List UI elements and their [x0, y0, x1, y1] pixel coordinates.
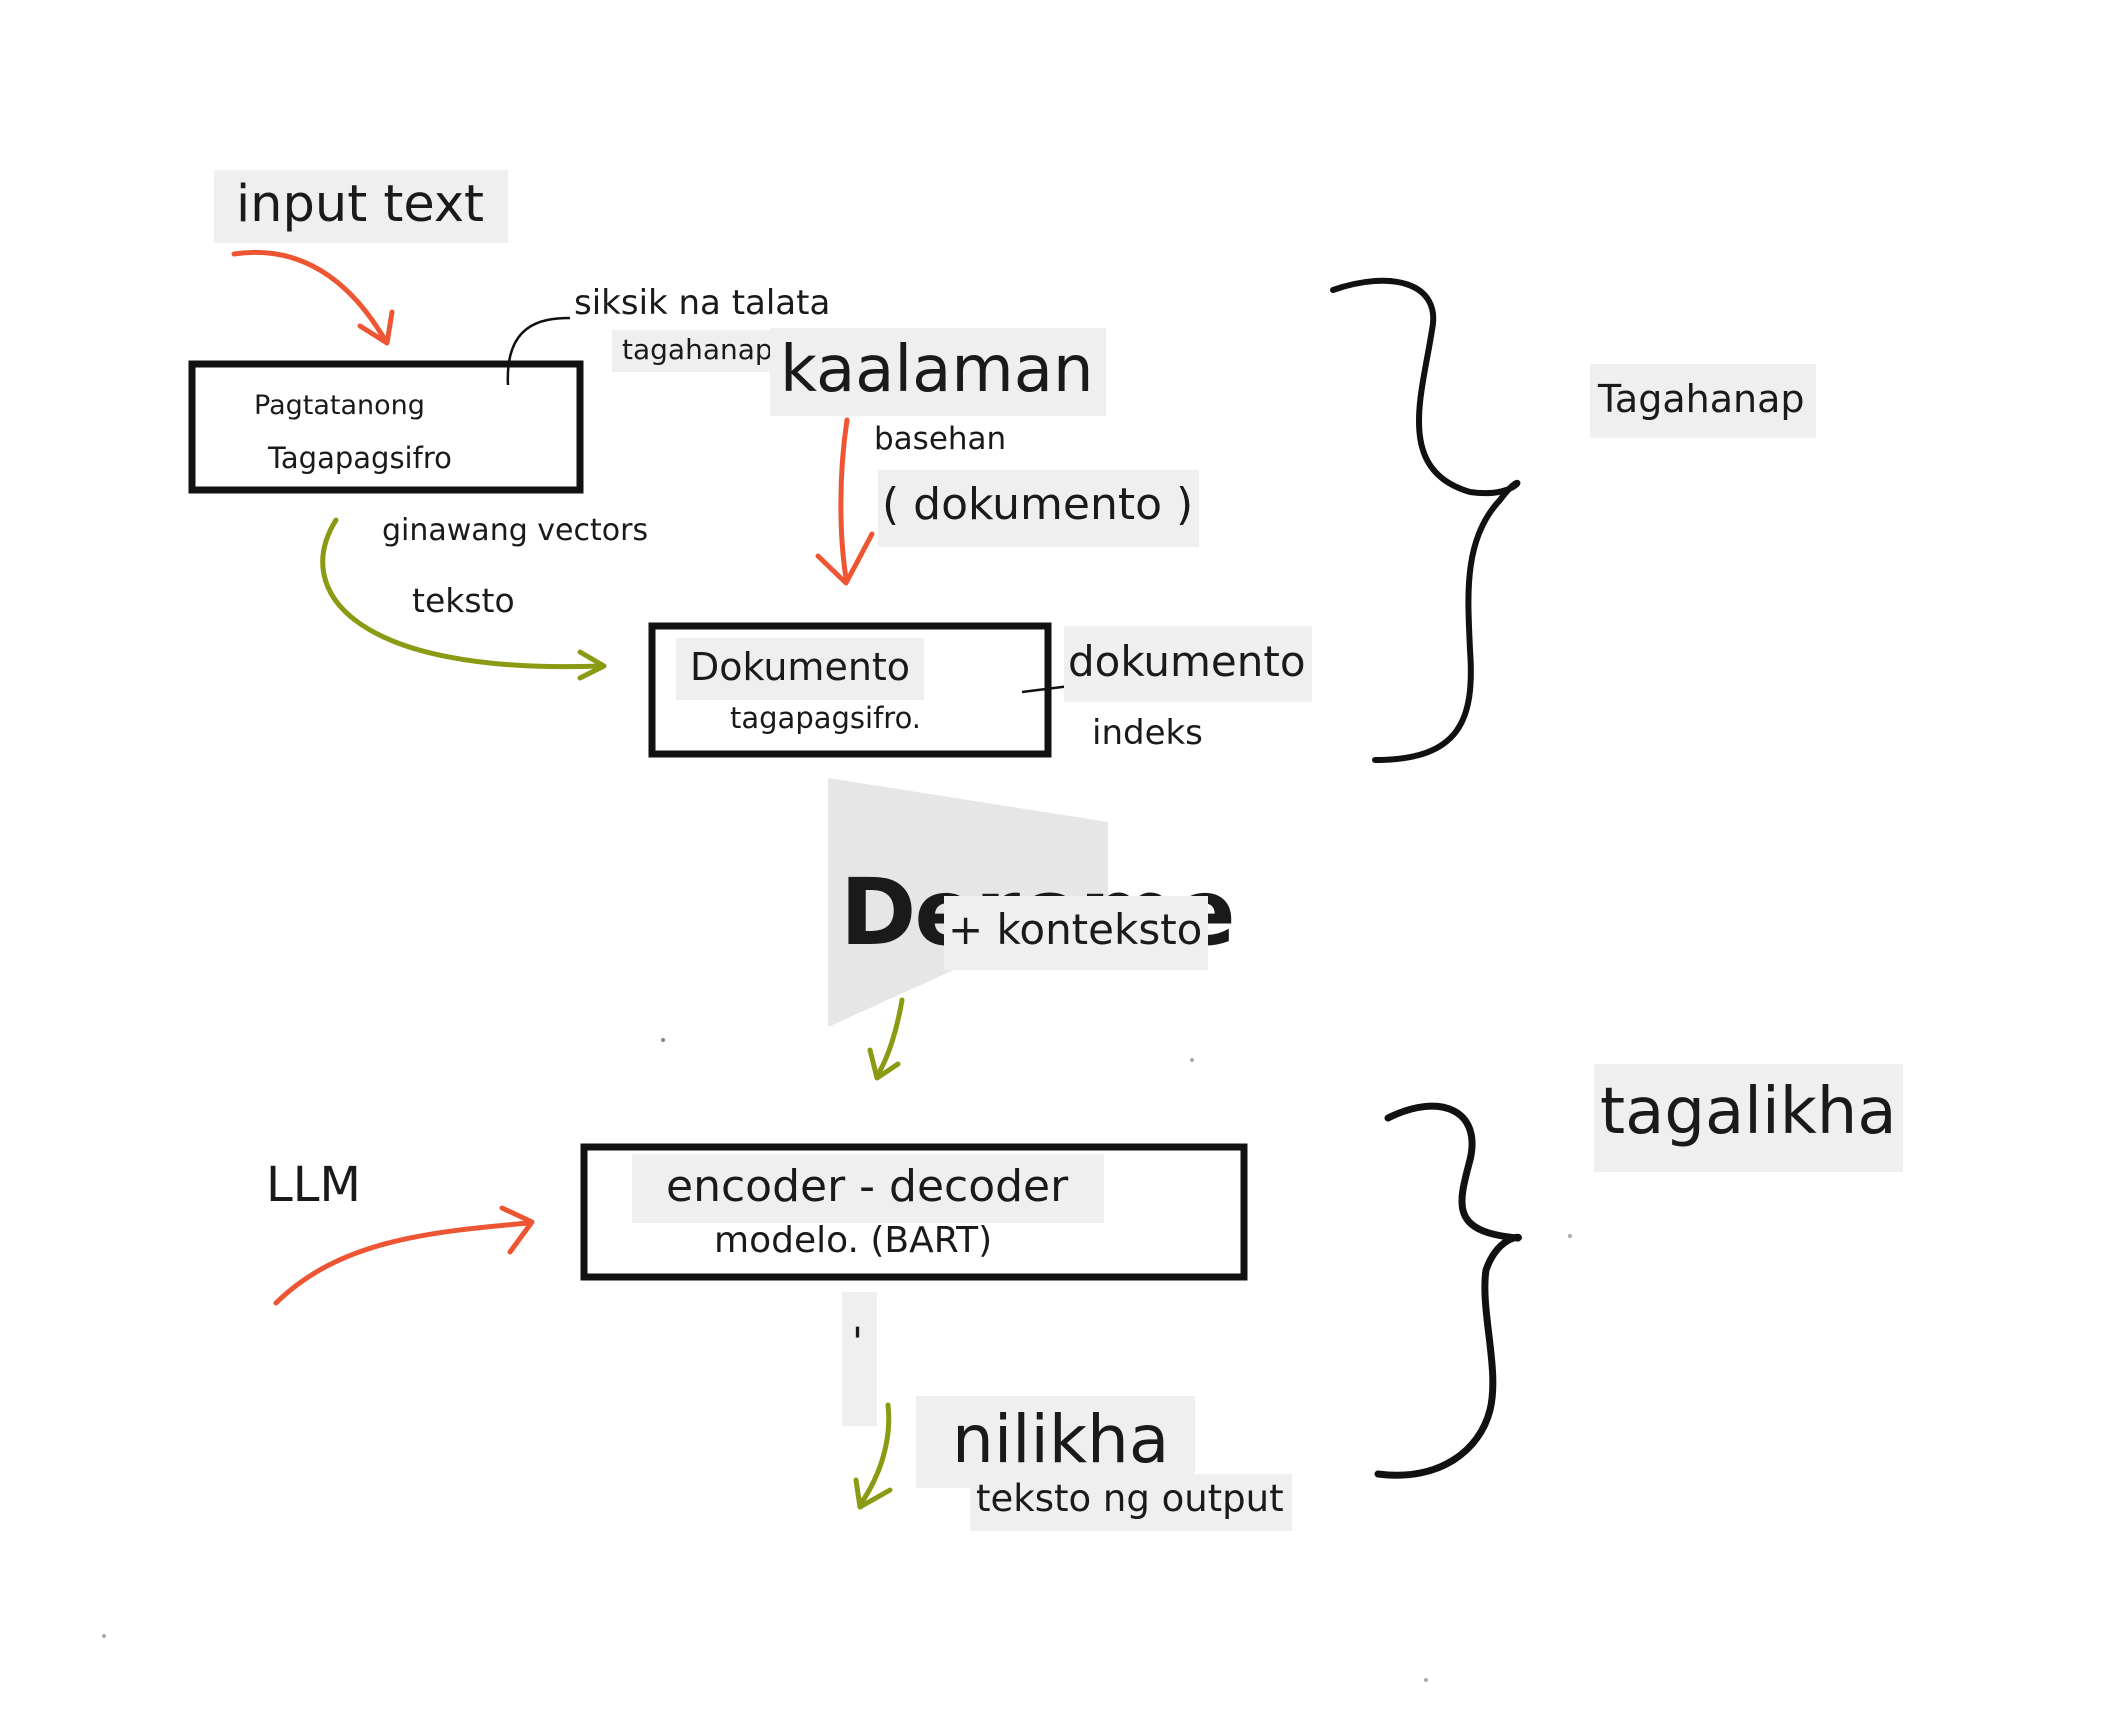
green-arrow-vectors	[320, 517, 607, 681]
output-text-label: teksto ng output	[970, 1474, 1292, 1531]
generated-label: nilikha	[916, 1396, 1196, 1488]
brace-retriever	[1330, 277, 1521, 763]
vectors-label: ginawang vectors	[382, 513, 649, 548]
text-label: teksto	[412, 581, 515, 620]
document-encoder-label: tagapagsifro.	[730, 701, 922, 735]
retriever-small-label: tagahanap	[612, 330, 777, 373]
knowledge-label: kaalaman	[770, 328, 1106, 416]
brace-generator	[1374, 1102, 1522, 1479]
green-arrow-output	[853, 1402, 893, 1510]
context-label: + konteksto	[944, 896, 1209, 971]
encoder-decoder-box	[580, 1143, 1248, 1281]
index-label: indeks	[1092, 713, 1203, 753]
red-arrow-llm	[273, 1205, 535, 1306]
stray-dot	[102, 1634, 106, 1638]
red-arrow-input	[231, 249, 395, 346]
stray-dot	[661, 1038, 665, 1042]
query-encoder-box	[188, 360, 584, 494]
connector-line-passage	[506, 316, 571, 386]
red-arrow-knowledge	[815, 417, 875, 586]
stray-dot	[1190, 1058, 1194, 1062]
green-arrow-context	[867, 997, 905, 1081]
connector-line-index	[1021, 684, 1071, 694]
tick-label: '	[842, 1292, 877, 1426]
stray-dot	[1568, 1234, 1572, 1238]
document-paren-label: ( dokumento )	[878, 470, 1200, 547]
generator-label: tagalikha	[1594, 1064, 1903, 1172]
query-label: Pagtatanong	[254, 390, 425, 421]
bart-model-label: modelo. (BART)	[714, 1220, 993, 1261]
document-box-label: Dokumento	[676, 638, 925, 700]
llm-label: LLM	[266, 1157, 361, 1213]
retriever-big-label: Tagahanap	[1590, 364, 1817, 438]
stray-dot	[1424, 1678, 1428, 1682]
dense-passage-label: siksik na talata	[574, 283, 831, 323]
document-right-label: dokumento	[1064, 626, 1312, 703]
encoder-decoder-label: encoder - decoder	[632, 1154, 1105, 1223]
basis-label: basehan	[874, 421, 1007, 457]
query-encoder-label: Tagapagsifro	[268, 441, 452, 475]
input-text-label: input text	[214, 170, 509, 243]
